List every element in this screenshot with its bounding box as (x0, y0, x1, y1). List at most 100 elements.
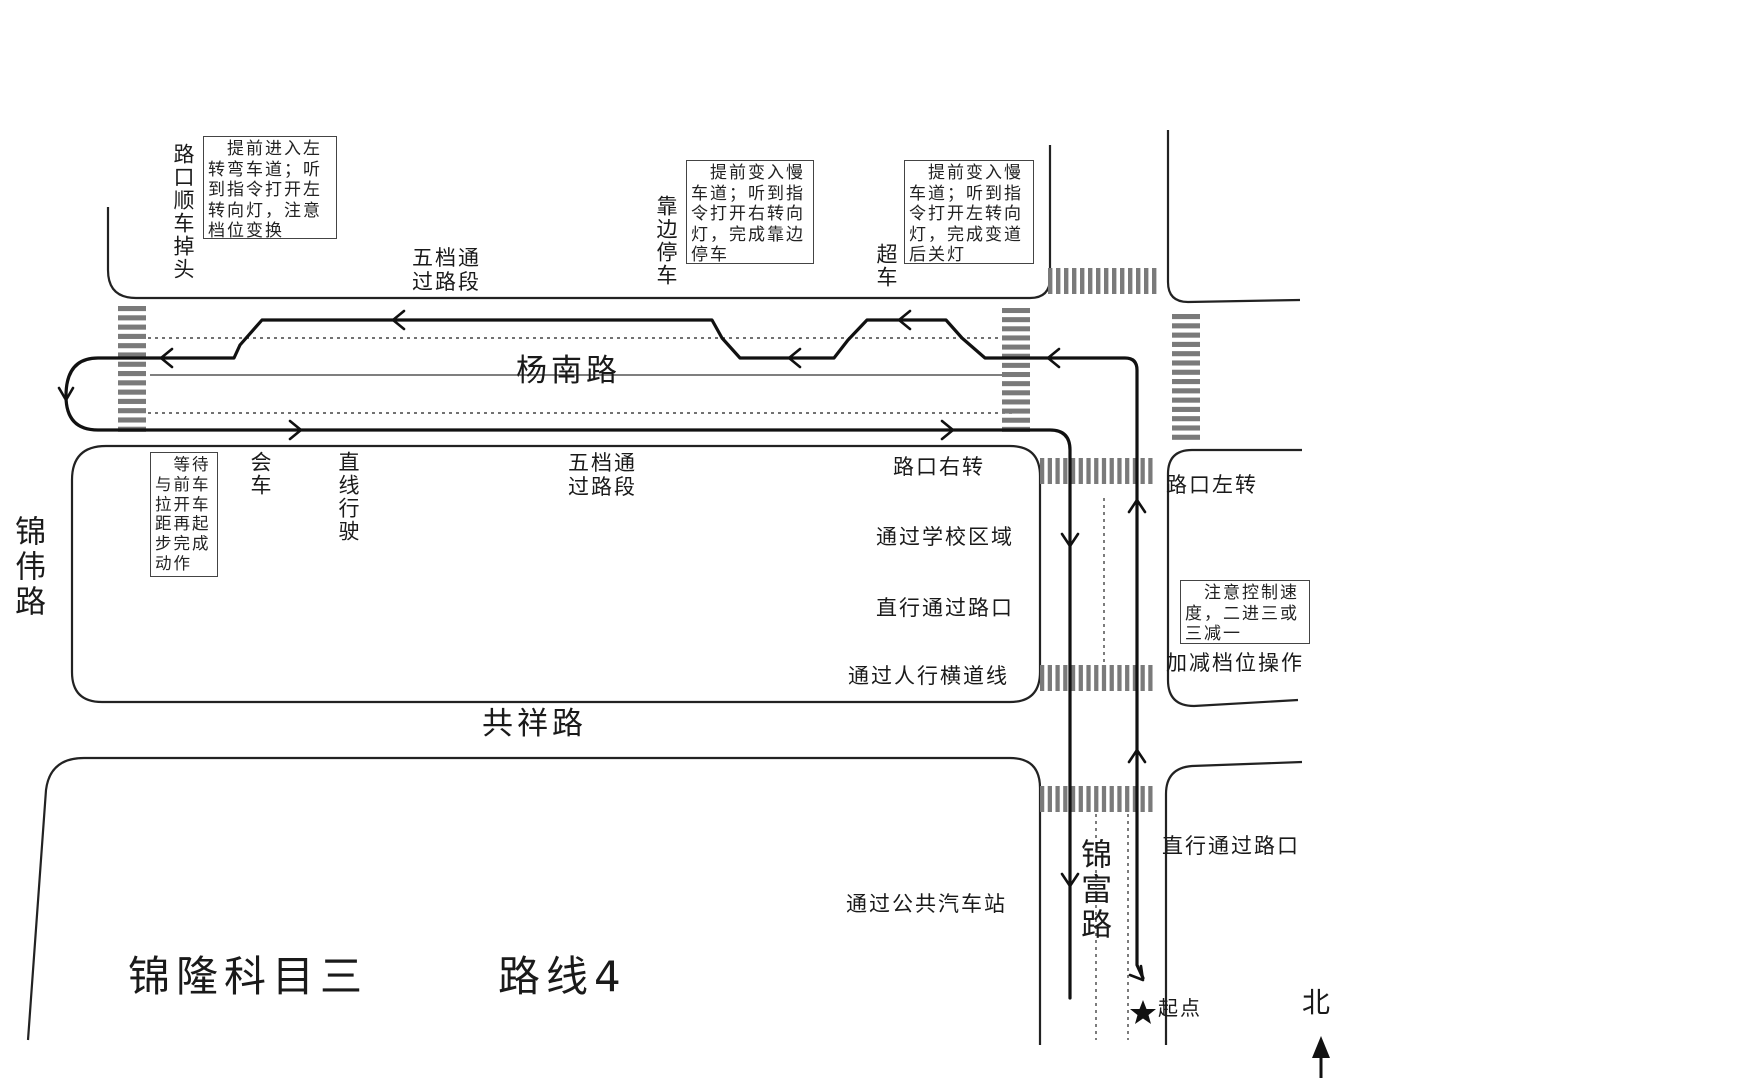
zebra-stripe (1125, 665, 1130, 691)
crosswalk-north (1048, 268, 1157, 294)
zebra-stripe (1172, 341, 1200, 347)
zebra-stripe (1086, 786, 1091, 812)
arrow-west-2 (897, 309, 912, 331)
zebra-stripe (1128, 268, 1133, 294)
label-fifth-gear-top: 五档通过路段 (412, 246, 481, 294)
zebra-stripe (1088, 268, 1093, 294)
lane-markings (148, 337, 1129, 1040)
arrow-uturn (57, 386, 75, 402)
north-arrow-icon (1312, 1036, 1330, 1078)
zebra-stripe (1104, 268, 1109, 294)
zebra-stripe (1078, 665, 1083, 691)
zebra-stripe (1172, 397, 1200, 403)
zebra-stripe (1109, 665, 1114, 691)
crosswalk-jinfu-3 (1040, 786, 1153, 812)
zebra-stripe (1101, 786, 1107, 812)
zebra-stripe (1152, 268, 1157, 294)
note-wait: 等待 与前车 拉开车 距再起 步完成 动作 (150, 452, 218, 577)
zebra-stripe (1117, 458, 1122, 484)
label-crosswalk: 通过人行横道线 (848, 664, 1009, 688)
zebra-stripe (1148, 458, 1153, 484)
zebra-stripe (1148, 786, 1153, 812)
zebra-stripe (1094, 458, 1099, 484)
zebra-stripe (1078, 786, 1083, 812)
zebra-stripe (1002, 381, 1030, 387)
zebra-stripe (1148, 665, 1153, 691)
zebra-stripe (1056, 268, 1061, 294)
zebra-stripe (1002, 344, 1030, 350)
zebra-stripe (118, 324, 146, 330)
zebra-stripe (1070, 665, 1076, 691)
arrow-west-4 (391, 309, 406, 331)
zebra-stripe (1047, 665, 1052, 691)
arrow-west-1 (1046, 347, 1061, 369)
label-fifth-gear-bottom: 五档通过路段 (568, 451, 637, 499)
zebra-stripe (1070, 458, 1076, 484)
zebra-stripe (1002, 417, 1030, 423)
arrow-west-5 (159, 347, 174, 369)
zebra-stripe (1040, 665, 1045, 691)
zebra-stripe (1144, 268, 1149, 294)
zebra-stripe (118, 343, 146, 349)
zebra-stripe (118, 408, 146, 414)
label-right-turn: 路口右转 (893, 455, 985, 479)
zebra-stripe (1132, 665, 1138, 691)
arrow-south-2 (1060, 872, 1080, 888)
road-name-yangnan: 杨南路 (516, 353, 621, 389)
zebra-stripe (1002, 308, 1030, 314)
zebra-stripe (1101, 665, 1107, 691)
zebra-stripe (1080, 268, 1085, 294)
arrow-east-2 (940, 419, 955, 441)
zebra-stripe (1101, 458, 1107, 484)
crosswalk-jinfu-2 (1040, 665, 1153, 691)
zebra-stripe (1063, 458, 1068, 484)
zebra-stripe (1172, 379, 1200, 385)
route-arrows (57, 309, 1147, 982)
zebra-stripe (1172, 434, 1200, 440)
zebra-stripe (1096, 268, 1101, 294)
note-speed: 注意控制速 度，二进三或 三减一 (1180, 580, 1310, 644)
zebra-stripe (1117, 786, 1122, 812)
zebra-stripe (1002, 317, 1030, 323)
label-straight-drive: 直线行驶 (336, 451, 360, 543)
label-north: 北 (1302, 986, 1333, 1019)
note-overtake: 提前变入慢 车道；听到指 令打开左转向 灯，完成变道 后关灯 (904, 160, 1034, 265)
zebra-stripe (1002, 326, 1030, 332)
zebra-stripe (1136, 268, 1141, 294)
star-icon (1130, 1000, 1156, 1024)
zebra-stripe (1109, 786, 1114, 812)
zebra-stripe (1140, 786, 1145, 812)
label-straight-intersection-1: 直行通过路口 (876, 596, 1014, 620)
zebra-stripe (1070, 786, 1076, 812)
zebra-stripe (1064, 268, 1069, 294)
arrow-south-1 (1060, 532, 1080, 548)
zebra-stripe (1140, 458, 1145, 484)
label-overtake: 超车 (874, 243, 898, 289)
crosswalk-west (118, 306, 146, 432)
zebra-stripe (1094, 665, 1099, 691)
zebra-stripe (1002, 353, 1030, 359)
crosswalk-east (1172, 314, 1200, 440)
road-name-gongxiang: 共祥路 (482, 706, 587, 742)
label-start: 起点 (1158, 996, 1202, 1020)
label-left-turn: 路口左转 (1166, 473, 1258, 497)
zebra-stripe (1055, 665, 1060, 691)
note-uturn: 提前进入左 转弯车道；听 到指令打开左 转向灯，注意 档位变换 (203, 136, 337, 241)
zebra-stripe (1112, 268, 1117, 294)
zebra-stripe (118, 333, 146, 339)
zebra-stripe (1055, 786, 1060, 812)
road-name-jinwei: 锦伟路 (9, 515, 46, 620)
zebra-stripe (1172, 369, 1200, 375)
zebra-stripe (1002, 372, 1030, 378)
arrow-west-3 (787, 347, 802, 369)
driving-route (64, 318, 1145, 1000)
route-title: 路线4 (498, 952, 627, 1001)
zebra-stripe (118, 380, 146, 386)
crosswalk-jinfu-1 (1040, 458, 1153, 484)
crosswalks (118, 268, 1200, 812)
zebra-stripe (1125, 786, 1130, 812)
label-meet-car: 会车 (248, 451, 272, 497)
zebra-stripe (1002, 335, 1030, 341)
arrow-north-2 (1127, 748, 1147, 764)
zebra-stripe (1172, 388, 1200, 394)
